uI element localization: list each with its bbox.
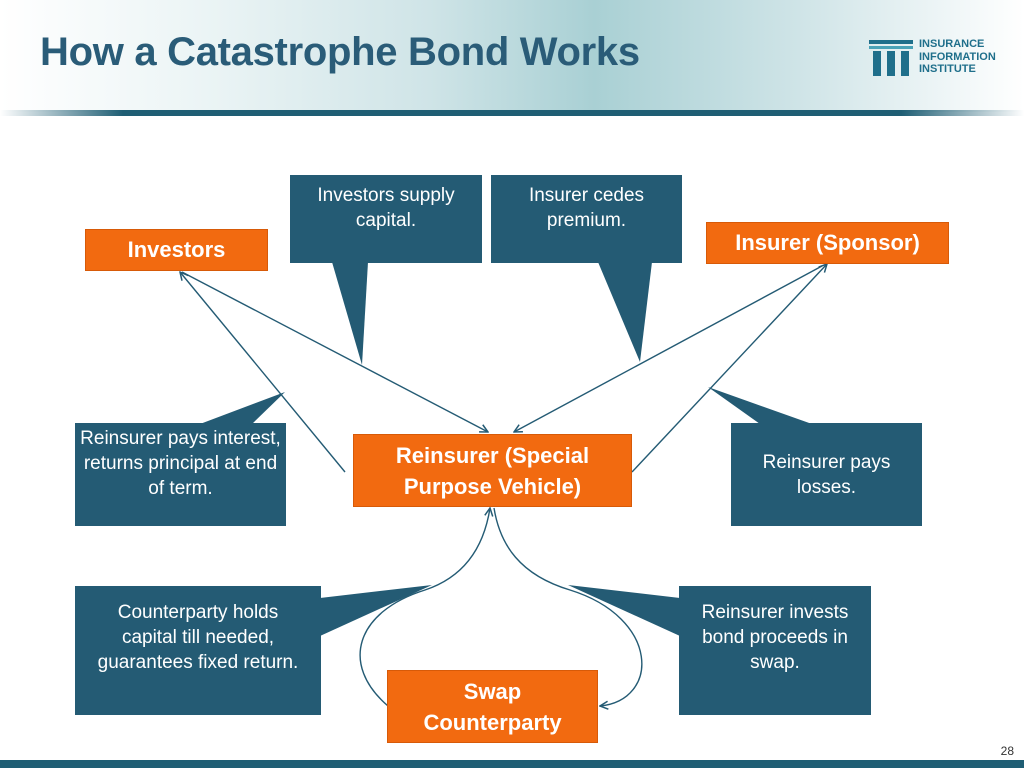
- arrow-reinsurer-to-investors: [180, 272, 346, 473]
- arrow-reinsurer-to-insurer: [631, 264, 827, 473]
- node-insurer-sponsor: Insurer (Sponsor): [706, 222, 949, 264]
- callout-counterparty-holds: Counterparty holds capital till needed, …: [75, 586, 321, 715]
- iii-logo: INSURANCE INFORMATION INSTITUTE: [867, 36, 1017, 78]
- node-investors-label: Investors: [127, 237, 226, 262]
- callout-reinsurer-invests-text: Reinsurer invests bond proceeds in swap.: [701, 602, 849, 673]
- node-swap-counterparty-label: Swap Counterparty: [423, 678, 562, 735]
- callout-reinsurer-pays-losses: Reinsurer pays losses.: [731, 423, 922, 526]
- callout-counterparty-holds-text: Counterparty holds capital till needed, …: [97, 602, 299, 673]
- callout-investors-supply-text: Investors supply capital.: [317, 185, 455, 231]
- callout-tail-reinsurer-invests: [568, 585, 680, 636]
- page-number: 28: [1000, 744, 1014, 758]
- logo-line-3: INSTITUTE: [919, 63, 976, 75]
- node-reinsurer-spv: Reinsurer (Special Purpose Vehicle): [353, 434, 632, 507]
- node-swap-counterparty: Swap Counterparty: [387, 670, 598, 743]
- callout-insurer-cedes-text: Insurer cedes premium.: [528, 185, 645, 231]
- arrow-swap-to-reinsurer: [359, 508, 490, 707]
- iii-logo-icon: [869, 40, 913, 76]
- callout-reinsurer-pays-losses-text: Reinsurer pays losses.: [762, 451, 891, 498]
- node-reinsurer-spv-label: Reinsurer (Special Purpose Vehicle): [395, 442, 590, 499]
- callout-investors-supply: Investors supply capital.: [290, 175, 482, 263]
- arrow-investors-to-reinsurer: [181, 271, 488, 432]
- callout-insurer-cedes: Insurer cedes premium.: [491, 175, 682, 263]
- callout-tail-reinsurer-pays-interest: [200, 392, 285, 424]
- header-band: [0, 0, 1024, 112]
- footer-rule: [0, 760, 1024, 768]
- callout-reinsurer-invests: Reinsurer invests bond proceeds in swap.: [679, 586, 871, 715]
- callout-tail-investors-supply: [332, 262, 368, 365]
- logo-line-2: INFORMATION: [919, 50, 996, 63]
- node-insurer-sponsor-label: Insurer (Sponsor): [735, 230, 920, 255]
- page-title: How a Catastrophe Bond Works: [40, 30, 640, 74]
- callout-tail-reinsurer-pays-losses: [708, 387, 812, 424]
- header-divider: [0, 110, 1024, 116]
- callout-reinsurer-pays-interest-text: Reinsurer pays interest, returns princip…: [80, 428, 281, 499]
- node-investors: Investors: [85, 229, 268, 271]
- logo-line-1: INSURANCE: [919, 38, 985, 50]
- callout-tail-counterparty-holds: [320, 585, 432, 636]
- arrow-insurer-to-reinsurer: [514, 265, 823, 432]
- arrow-reinsurer-to-swap: [493, 507, 643, 706]
- callout-tail-insurer-cedes: [598, 262, 652, 362]
- logo-wordmark: INSURANCE INFORMATION INSTITUTE: [919, 38, 996, 76]
- callout-reinsurer-pays-interest: Reinsurer pays interest, returns princip…: [75, 423, 286, 526]
